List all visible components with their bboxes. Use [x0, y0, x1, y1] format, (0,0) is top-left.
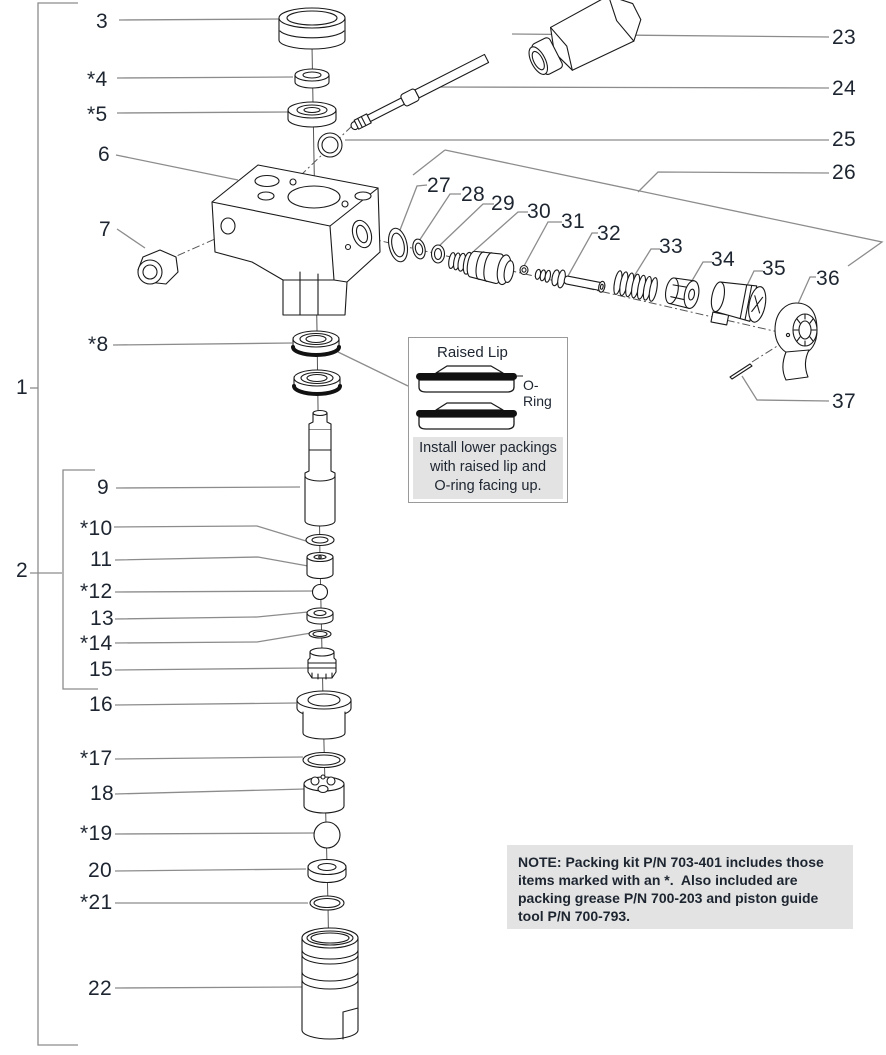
- callout-32: 32: [597, 222, 621, 245]
- part-22-intake-housing: [301, 927, 359, 1040]
- callout-15: 15: [89, 658, 113, 681]
- part-35-valve-housing: [710, 281, 767, 326]
- callout-24: 24: [832, 77, 856, 100]
- part-15-piston-valve: [307, 647, 337, 680]
- part-27-oring: [387, 227, 409, 263]
- part-7-fitting: [137, 249, 179, 285]
- callout-11: 11: [90, 548, 113, 571]
- part-29-ring: [430, 244, 446, 264]
- oring-label: O-Ring: [523, 377, 552, 409]
- part-25-ring: [317, 132, 343, 158]
- part-34-nut: [664, 277, 700, 309]
- callout-12: *12: [80, 580, 113, 603]
- packing-inset-box: Raised Lip O-Ring Install lower packings…: [408, 337, 568, 503]
- part-24-rod: [350, 53, 490, 131]
- callout-29: 29: [491, 192, 515, 215]
- callout-13: 13: [90, 607, 114, 630]
- part-21-oring: [309, 895, 345, 911]
- callout-9: 9: [97, 476, 109, 499]
- callout-19: *19: [80, 822, 113, 845]
- packing-instruction: Install lower packings with raised lip a…: [413, 437, 563, 499]
- note-line: NOTE: Packing kit P/N 703-401 includes t…: [518, 854, 824, 870]
- part-19-ball: [313, 821, 341, 849]
- callout-4: *4: [87, 68, 108, 91]
- part-4-packing: [294, 68, 330, 89]
- packing-kit-note: NOTE: Packing kit P/N 703-401 includes t…: [507, 845, 853, 929]
- callout-17: *17: [80, 747, 113, 770]
- callout-35: 35: [762, 257, 786, 280]
- callout-27: 27: [427, 174, 451, 197]
- part-10-oring: [305, 533, 335, 547]
- callout-16: 16: [89, 693, 113, 716]
- instruction-line: with raised lip and: [429, 459, 547, 475]
- part-33-spring: [613, 270, 658, 302]
- part-9-piston-rod: [304, 409, 336, 527]
- callout-8: *8: [88, 333, 109, 356]
- callout-3: 3: [96, 10, 108, 33]
- part-12-ball: [311, 583, 329, 601]
- part-13-washer: [306, 607, 334, 625]
- packing-illustration: [416, 365, 523, 430]
- callout-31: 31: [561, 210, 585, 233]
- part-11-spacer: [306, 551, 334, 580]
- part-3-wet-cup: [278, 7, 346, 50]
- part-28-washer: [412, 238, 426, 260]
- callout-26: 26: [832, 161, 856, 184]
- part-36-valve-handle: [774, 302, 818, 381]
- callout-20: 20: [88, 859, 112, 882]
- callout-33: 33: [659, 235, 683, 258]
- part-18-cage: [303, 774, 345, 814]
- part-6-manifold-block: [211, 164, 381, 316]
- part-8-packings: [291, 330, 342, 396]
- part-31-ring: [519, 264, 529, 276]
- instruction-line: O-ring facing up.: [434, 478, 542, 494]
- raised-lip-label: Raised Lip: [437, 344, 508, 361]
- leader-lines: [30, 2, 884, 1046]
- instruction-line: Install lower packings: [419, 440, 557, 456]
- callout-14: *14: [80, 632, 113, 655]
- part-16-seat-housing: [296, 690, 352, 740]
- callout-1: 1: [16, 376, 28, 399]
- part-14-ring: [308, 629, 332, 639]
- callout-22: 22: [88, 977, 112, 1000]
- callout-18: 18: [90, 782, 114, 805]
- callout-36: 36: [816, 267, 840, 290]
- part-32-valve-stem: [534, 268, 606, 293]
- callout-5: *5: [87, 103, 108, 126]
- callout-10: *10: [80, 517, 113, 540]
- part-23-hex-cap: [528, 0, 642, 75]
- note-line: tool P/N 700-793.: [518, 908, 631, 924]
- part-30-valve-seat: [448, 250, 515, 286]
- part-17-oring: [302, 751, 346, 769]
- callout-34: 34: [711, 248, 735, 271]
- callout-21: *21: [80, 891, 113, 914]
- callout-6: 6: [98, 143, 110, 166]
- note-line: packing grease P/N 700-203 and piston gu…: [518, 890, 819, 906]
- callout-2: 2: [16, 559, 28, 582]
- part-37-pin: [729, 363, 753, 380]
- callout-23: 23: [832, 26, 856, 49]
- callout-28: 28: [461, 183, 485, 206]
- callout-37: 37: [832, 390, 856, 413]
- callout-25: 25: [832, 128, 856, 151]
- callout-30: 30: [527, 200, 551, 223]
- part-5-packing: [287, 101, 337, 128]
- note-line: items marked with an *. Also included ar…: [518, 872, 798, 888]
- part-20-seat-washer: [307, 858, 347, 884]
- callout-7: 7: [99, 218, 111, 241]
